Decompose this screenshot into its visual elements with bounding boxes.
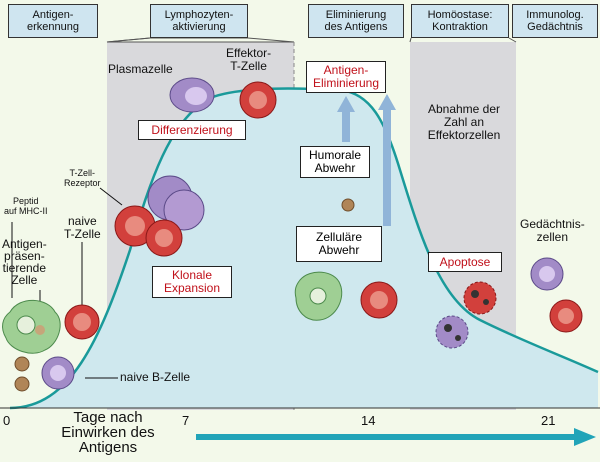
box-klonale-expansion: Klonale Expansion	[152, 266, 232, 298]
label-peptid-mhc: Peptid auf MHC-II	[4, 196, 48, 216]
tick-14: 14	[361, 413, 376, 428]
label-t-zell-rezeptor: T-Zell- Rezeptor	[64, 168, 101, 188]
tick-0: 0	[3, 413, 11, 428]
expanding-cell-cluster	[114, 175, 205, 257]
naive-t-cell	[64, 304, 100, 340]
connector-contraction-r	[508, 37, 517, 43]
humoral-antigen	[341, 198, 355, 212]
phase-header-memory: Immunolog. Gedächtnis	[512, 4, 598, 38]
label-naive-b-zelle: naive B-Zelle	[120, 370, 191, 384]
phase-header-lymphocyte-activation: Lymphozyten- aktivierung	[150, 4, 248, 38]
label-effektor-t-zelle: Effektor- T-Zelle	[226, 46, 272, 73]
up-arrow-humoral	[337, 96, 355, 142]
label-abnahme: Abnahme der Zahl an Effektorzellen	[427, 102, 501, 142]
memory-cells	[530, 257, 583, 333]
box-zellulaere-abwehr: Zelluläre Abwehr	[296, 226, 382, 262]
label-apc: Antigen- präsen- tierende Zelle	[2, 237, 47, 287]
connector-activation-left	[106, 37, 151, 43]
effector-t-cell	[239, 81, 277, 119]
plasma-cell	[169, 77, 215, 113]
connector-contraction-l	[409, 37, 412, 43]
phase-header-antigen-recognition: Antigen- erkennung	[8, 4, 98, 38]
tick-7: 7	[182, 413, 190, 428]
label-naive-t-zelle: naive T-Zelle	[64, 214, 101, 241]
box-humorale-abwehr: Humorale Abwehr	[300, 146, 370, 178]
phase-header-antigen-elimination: Eliminierung des Antigens	[308, 4, 404, 38]
box-apoptose: Apoptose	[428, 252, 502, 272]
box-antigen-eliminierung: Antigen- Eliminierung	[306, 61, 386, 93]
antigen-particles	[14, 356, 30, 392]
connector-activation	[106, 37, 295, 43]
label-plasmazelle: Plasmazelle	[108, 62, 173, 76]
antigen-presenting-cell	[2, 299, 61, 354]
apoptotic-cells	[435, 281, 497, 349]
up-arrow-cellular	[378, 94, 396, 226]
naive-b-cell	[41, 356, 75, 390]
tick-21: 21	[541, 413, 556, 428]
cellular-defense-cells	[294, 271, 398, 321]
pointer-t-cell-receptor	[99, 187, 123, 206]
phase-header-contraction: Homöostase: Kontraktion	[411, 4, 509, 38]
box-differenzierung: Differenzierung	[138, 120, 246, 140]
time-arrow	[196, 428, 596, 446]
axis-title: Tage nach Einwirken des Antigens	[61, 409, 155, 456]
label-gedaechtniszellen: Gedächtnis- zellen	[520, 217, 585, 244]
